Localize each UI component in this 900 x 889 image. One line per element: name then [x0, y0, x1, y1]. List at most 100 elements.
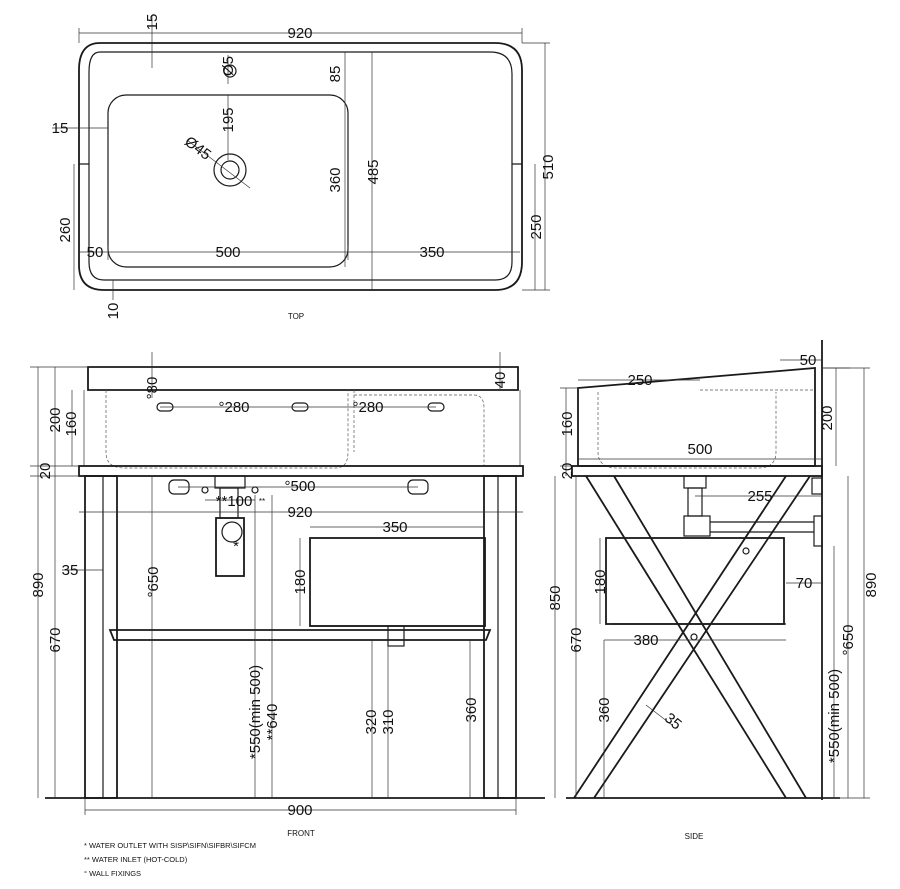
front-view: * °80 40: [30, 352, 545, 838]
dim-50: 50: [800, 352, 817, 369]
front-star-mark: *: [233, 538, 239, 555]
front-drawer: [309, 537, 486, 627]
dim-650: °650: [145, 566, 162, 597]
dim-255: 255: [747, 488, 772, 505]
dim-35: 35: [62, 562, 79, 579]
dim-200: 200: [819, 405, 836, 430]
dim-920: 920: [287, 504, 312, 521]
dim-550: *550(min 500): [826, 669, 843, 763]
dim-10: 10: [105, 303, 122, 320]
dim-900: 900: [287, 802, 312, 819]
front-basin-right-hidden: [353, 390, 485, 466]
front-inlet-hot: [201, 486, 209, 494]
dim-500: 500: [215, 244, 240, 261]
front-countertop: [78, 465, 524, 477]
front-drawer-handle: [387, 625, 405, 647]
top-view: 920 15 Ø5 85 195 Ø45 360 485 510 15 260 …: [52, 14, 557, 321]
front-siphon-body: [215, 517, 245, 577]
side-leg-a-2: [613, 475, 807, 799]
dim-670: 670: [47, 627, 64, 652]
dim-920: 920: [287, 25, 312, 42]
dim-20: 20: [37, 463, 54, 480]
dim-100-star: **: [259, 497, 265, 506]
dim-80: °80: [144, 377, 161, 400]
dim-180: 180: [292, 569, 309, 594]
side-siphon-neck: [683, 475, 707, 489]
dim-850: 850: [547, 585, 564, 610]
dim-360: 360: [596, 697, 613, 722]
caption-top: TOP: [288, 312, 304, 321]
dim-160: 160: [63, 411, 80, 436]
side-siphon-pipe: [687, 487, 703, 517]
dim-15-left: 15: [52, 120, 69, 137]
dim-500: °500: [284, 478, 315, 495]
front-basin-rim: [87, 366, 519, 391]
dim-890: 890: [863, 572, 880, 597]
top-drain-outer: [213, 153, 247, 187]
dim-250: 250: [528, 214, 545, 239]
side-leg-bolt-1: [742, 547, 750, 555]
dim-670: 670: [568, 627, 585, 652]
legend-notes: * WATER OUTLET WITH SISP\SIFN\SIFBR\SIFC…: [84, 839, 256, 881]
top-inner-rim: [100, 51, 522, 165]
dim-280a: °280: [218, 399, 249, 416]
side-leg-bolt-2: [690, 633, 698, 641]
top-drain-inner: [220, 160, 240, 180]
side-leg-a-1: [585, 475, 787, 799]
dim-280b: °280: [352, 399, 383, 416]
dim-200: 200: [47, 407, 64, 432]
side-wall-bracket: [811, 477, 823, 495]
note-wall-fixings: ° WALL FIXINGS: [84, 869, 142, 878]
dim-500: 500: [687, 441, 712, 458]
top-inner-rim-left: [79, 51, 101, 165]
front-basin-bowl: [105, 390, 349, 469]
dim-350: 350: [419, 244, 444, 261]
dim-35: 35: [661, 710, 685, 734]
dim-160: 160: [559, 411, 576, 436]
side-drain-flange: [813, 515, 823, 547]
front-basin-sides: [83, 390, 521, 466]
dimline-drain: [186, 139, 251, 189]
front-siphon-cap: [221, 521, 243, 543]
dim-195: 195: [220, 107, 237, 132]
dim-360: 360: [463, 697, 480, 722]
dim-310: 310: [380, 709, 397, 734]
dim-550: *550(min 500): [247, 665, 264, 759]
dim-drain: Ø45: [181, 133, 214, 164]
dim-640: **640: [264, 704, 281, 741]
side-view: 50 250 160 200 500 20 255 850 180 70 670…: [547, 340, 880, 841]
dim-50: 50: [87, 244, 104, 261]
note-water-outlet: * WATER OUTLET WITH SISP\SIFN\SIFBR\SIFC…: [84, 841, 256, 850]
dim-380: 380: [633, 632, 658, 649]
dim-650: °650: [840, 624, 857, 655]
dimline-35: [645, 704, 673, 726]
side-countertop: [571, 465, 823, 477]
dim-250: 250: [627, 372, 652, 389]
dim-320: 320: [363, 709, 380, 734]
dim-tap-hole: Ø5: [220, 56, 237, 76]
front-shelf: [108, 629, 492, 641]
note-water-inlet: ** WATER INLET (HOT-COLD): [84, 855, 188, 864]
dim-100: **100: [216, 493, 253, 510]
front-leg-right: [483, 475, 517, 799]
side-basin-bowl: [597, 392, 777, 469]
caption-side: SIDE: [685, 832, 704, 841]
dim-85: 85: [327, 66, 344, 83]
side-leg-b-1: [593, 475, 811, 799]
dim-20: 20: [559, 463, 576, 480]
caption-front: FRONT: [287, 829, 315, 838]
dim-510: 510: [540, 154, 557, 179]
top-outer-outline: [78, 42, 523, 291]
dim-40: 40: [492, 372, 509, 389]
front-inlet-cold: [251, 486, 259, 494]
dim-485: 485: [365, 159, 382, 184]
top-tap-hole: [223, 64, 237, 78]
dim-180: 180: [592, 569, 609, 594]
dim-260: 260: [57, 217, 74, 242]
dim-70: 70: [796, 575, 813, 592]
front-siphon-neck: [214, 475, 246, 489]
dim-890: 890: [30, 572, 47, 597]
top-inner-rim-bottom: [88, 164, 513, 281]
side-leg-b-2: [573, 475, 787, 799]
